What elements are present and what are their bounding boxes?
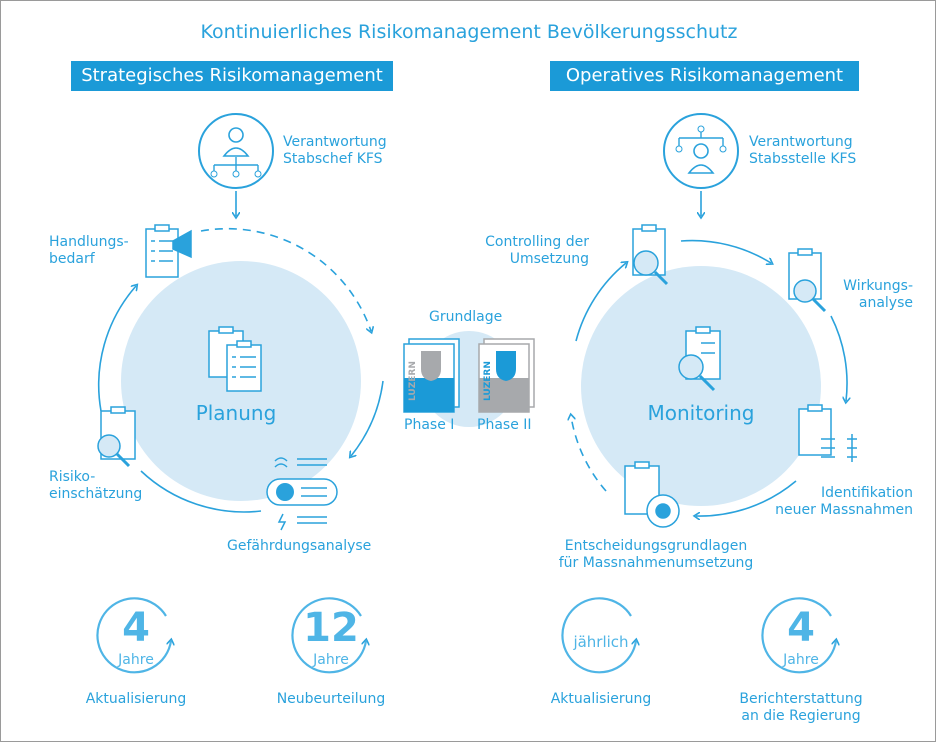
step-line: Handlungs- xyxy=(49,234,129,250)
cycle-arrow xyxy=(696,480,797,516)
responsibility-line: Verantwortung xyxy=(749,134,853,150)
step-line: für Massnahmenumsetzung xyxy=(558,555,754,571)
step-handlungsbedarf: Handlungs-bedarf xyxy=(49,234,129,268)
step-wirkungsanalyse: Wirkungs-analyse xyxy=(843,278,913,312)
document-phase-1-icon xyxy=(403,338,460,413)
step-line: bedarf xyxy=(49,251,95,267)
cycle-arrow xyxy=(140,470,262,513)
org-chart-icon xyxy=(663,113,739,189)
hazard-list-icon xyxy=(266,457,338,531)
step-line: Umsetzung xyxy=(509,251,589,267)
step-line: Identifikation xyxy=(821,485,913,501)
page-title: Kontinuierliches Risikomanagement Bevölk… xyxy=(200,21,738,43)
cycle-arrow xyxy=(571,416,607,492)
cycle-arrow xyxy=(680,239,771,263)
step-line: analyse xyxy=(858,295,913,311)
responsibility-line: Verantwortung xyxy=(283,134,387,150)
cycle-label: Aktualisierung xyxy=(550,691,652,707)
cycle-unit: jährlich xyxy=(573,633,629,651)
cycle-label: Aktualisierung xyxy=(85,691,187,707)
cycle-number: 12 xyxy=(303,605,359,651)
cycle-unit: Jahre xyxy=(118,652,154,668)
operational-header: Operatives Risikomanagement xyxy=(550,61,859,91)
strategic-header: Strategisches Risikomanagement xyxy=(71,61,393,91)
clipboard-gear-icon xyxy=(624,461,680,528)
cycle-arrow xyxy=(575,263,626,342)
phase-2-label: Phase II xyxy=(477,417,532,433)
phase-1-label: Phase I xyxy=(404,417,455,433)
step-line: Wirkungs- xyxy=(843,278,913,294)
cycle-label-line: Berichterstattung xyxy=(739,691,863,707)
responsibility-line: Stabschef KFS xyxy=(283,151,383,167)
step-risikoeinschaetzung: Risiko-einschätzung xyxy=(49,469,142,503)
cycle-number: 4 xyxy=(122,605,150,651)
step-line: neuer Massnahmen xyxy=(775,502,913,518)
step-line: Entscheidungsgrundlagen xyxy=(564,538,748,554)
org-chart-icon xyxy=(198,113,274,189)
cycle-arrow xyxy=(351,380,384,456)
clipboard-search-icon xyxy=(632,224,669,286)
cycle-badges xyxy=(96,597,836,674)
doc-brand-1: LUZERN xyxy=(408,361,418,401)
clipboard-chart-icon xyxy=(788,248,827,313)
step-line: Controlling der xyxy=(485,234,589,250)
cycle-arrow xyxy=(200,227,371,331)
cycle-unit: Jahre xyxy=(313,652,349,668)
document-phase-2-icon xyxy=(478,338,535,413)
monitoring-label: Monitoring xyxy=(647,401,755,425)
cycle-unit: Jahre xyxy=(783,652,819,668)
cycle-label: Neubeurteilung xyxy=(276,691,386,707)
clipboards-icon xyxy=(208,326,262,392)
monitoring-circle xyxy=(581,266,821,506)
clipboard-plus-icon xyxy=(798,404,857,462)
cycle-number: 4 xyxy=(787,605,815,651)
doc-brand-2: LUZERN xyxy=(483,361,493,401)
step-gefaehrdungsanalyse: Gefährdungsanalyse xyxy=(227,538,372,554)
cycle-arrow xyxy=(830,315,847,401)
step-line: Risiko- xyxy=(49,469,96,485)
cycle-arrow xyxy=(97,286,136,412)
clipboard-magnifier-icon xyxy=(678,326,721,392)
responsibility-line: Stabsstelle KFS xyxy=(749,151,857,167)
step-line: einschätzung xyxy=(49,486,143,502)
cycle-label-line: an die Regierung xyxy=(741,708,861,724)
clipboard-analysis-icon xyxy=(97,406,136,468)
clipboard-megaphone-icon xyxy=(145,224,192,278)
planung-label: Planung xyxy=(195,401,277,425)
grundlage-label: Grundlage xyxy=(429,309,503,325)
